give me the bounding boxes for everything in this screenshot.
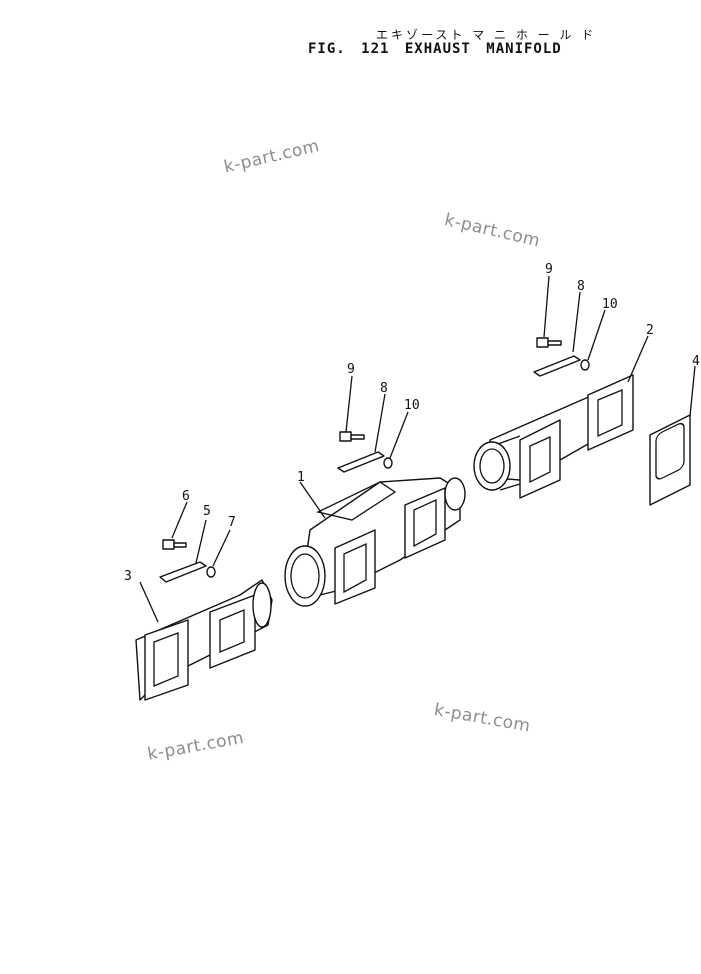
title-japanese: エキゾースト マ ニ ホ ー ル ド: [376, 28, 597, 42]
plate-part-8: [533, 355, 581, 377]
callout-4: 4: [692, 354, 700, 369]
callout-7: 7: [228, 515, 236, 530]
callout-1: 1: [297, 470, 305, 485]
title-english: FIG. 121 EXHAUST MANIFOLD: [308, 41, 562, 57]
plate-part-8: [337, 451, 385, 473]
washer-part-10: [580, 359, 590, 371]
plate-part-5: [159, 561, 207, 583]
bolt-part-9: [339, 431, 365, 442]
washer-part-10: [383, 457, 393, 469]
callout-10: 10: [602, 297, 618, 312]
callout-6: 6: [182, 489, 190, 504]
callout-9: 9: [347, 362, 355, 377]
washer-part-7: [206, 566, 216, 578]
callout-10: 10: [404, 398, 420, 413]
leader-line: [689, 365, 696, 417]
bolt-part-6: [162, 539, 187, 550]
callout-8: 8: [577, 279, 585, 294]
callout-9: 9: [545, 262, 553, 277]
leader-lines: [139, 275, 649, 623]
callout-3: 3: [124, 569, 132, 584]
bolt-part-9: [536, 337, 562, 348]
manifold-part-2: [473, 374, 634, 499]
manifold-part-1: [284, 477, 466, 607]
manifold-part-3: [135, 579, 273, 701]
callout-5: 5: [203, 504, 211, 519]
callout-8: 8: [380, 381, 388, 396]
gasket-part-4: [649, 414, 691, 506]
callout-2: 2: [646, 323, 654, 338]
